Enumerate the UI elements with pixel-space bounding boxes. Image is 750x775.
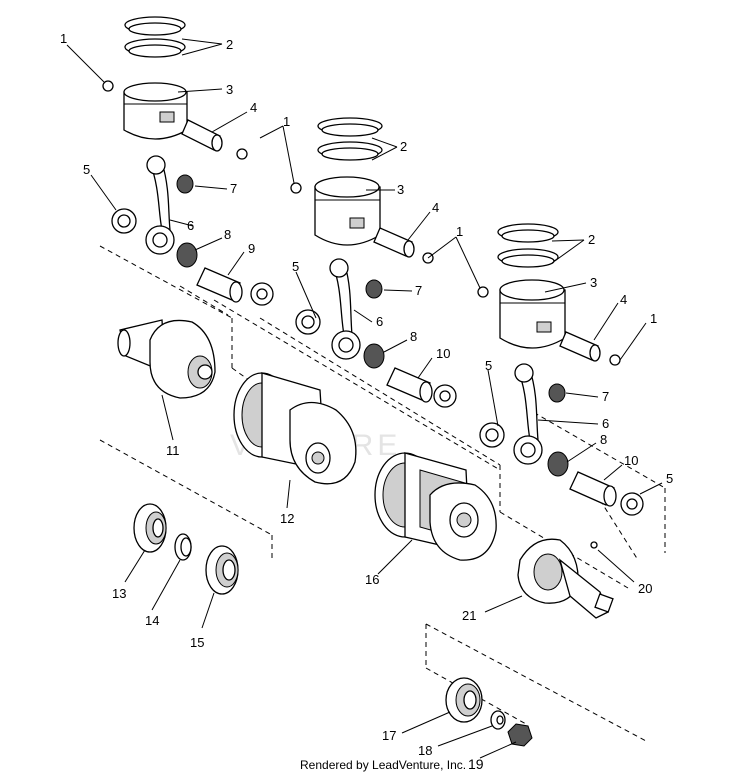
page-number: 19 xyxy=(468,756,484,772)
callout-15: 15 xyxy=(190,635,204,650)
callout-5: 5 xyxy=(83,162,90,177)
callout-5: 5 xyxy=(666,471,673,486)
callout-14: 14 xyxy=(145,613,159,628)
piston-assembly-right xyxy=(477,223,644,516)
callout-2: 2 xyxy=(588,232,595,247)
callout-3: 3 xyxy=(397,182,404,197)
callout-6: 6 xyxy=(187,218,194,233)
callout-2: 2 xyxy=(226,37,233,52)
callout-6: 6 xyxy=(602,416,609,431)
callout-4: 4 xyxy=(250,100,257,115)
callout-1: 1 xyxy=(283,114,290,129)
callout-1: 1 xyxy=(60,31,67,46)
crankshaft-section-16 xyxy=(374,452,497,561)
callout-21: 21 xyxy=(462,608,476,623)
callout-2: 2 xyxy=(400,139,407,154)
crankshaft-section-12 xyxy=(233,372,357,485)
leader-lines xyxy=(66,38,663,759)
callout-12: 12 xyxy=(280,511,294,526)
piston-assembly-middle xyxy=(290,117,457,408)
callout-8: 8 xyxy=(600,432,607,447)
crankshaft-section-21 xyxy=(517,538,614,619)
callout-4: 4 xyxy=(620,292,627,307)
piston-assembly-left xyxy=(102,16,274,306)
callout-11: 11 xyxy=(166,443,180,458)
callout-5: 5 xyxy=(292,259,299,274)
callout-5: 5 xyxy=(485,358,492,373)
callout-3: 3 xyxy=(226,82,233,97)
callout-8: 8 xyxy=(224,227,231,242)
callout-1: 1 xyxy=(650,311,657,326)
bearing-group-17-19 xyxy=(445,677,533,747)
crankshaft-section-11 xyxy=(117,319,216,399)
callout-17: 17 xyxy=(382,728,396,743)
callout-7: 7 xyxy=(415,283,422,298)
callout-8: 8 xyxy=(410,329,417,344)
callout-13: 13 xyxy=(112,586,126,601)
credit-text: Rendered by LeadVenture, Inc. xyxy=(300,758,466,772)
bearing-group-13-15 xyxy=(133,503,239,595)
callout-16: 16 xyxy=(365,572,379,587)
callout-7: 7 xyxy=(602,389,609,404)
callout-9: 9 xyxy=(248,241,255,256)
callout-4: 4 xyxy=(432,200,439,215)
callout-1: 1 xyxy=(456,224,463,239)
callout-7: 7 xyxy=(230,181,237,196)
callout-10: 10 xyxy=(436,346,450,361)
callout-labels: 2 1 3 4 1 5 7 6 8 9 2 3 4 1 5 7 6 8 10 2… xyxy=(60,31,673,758)
callout-6: 6 xyxy=(376,314,383,329)
callout-10: 10 xyxy=(624,453,638,468)
callout-3: 3 xyxy=(590,275,597,290)
callout-18: 18 xyxy=(418,743,432,758)
callout-20: 20 xyxy=(638,581,652,596)
